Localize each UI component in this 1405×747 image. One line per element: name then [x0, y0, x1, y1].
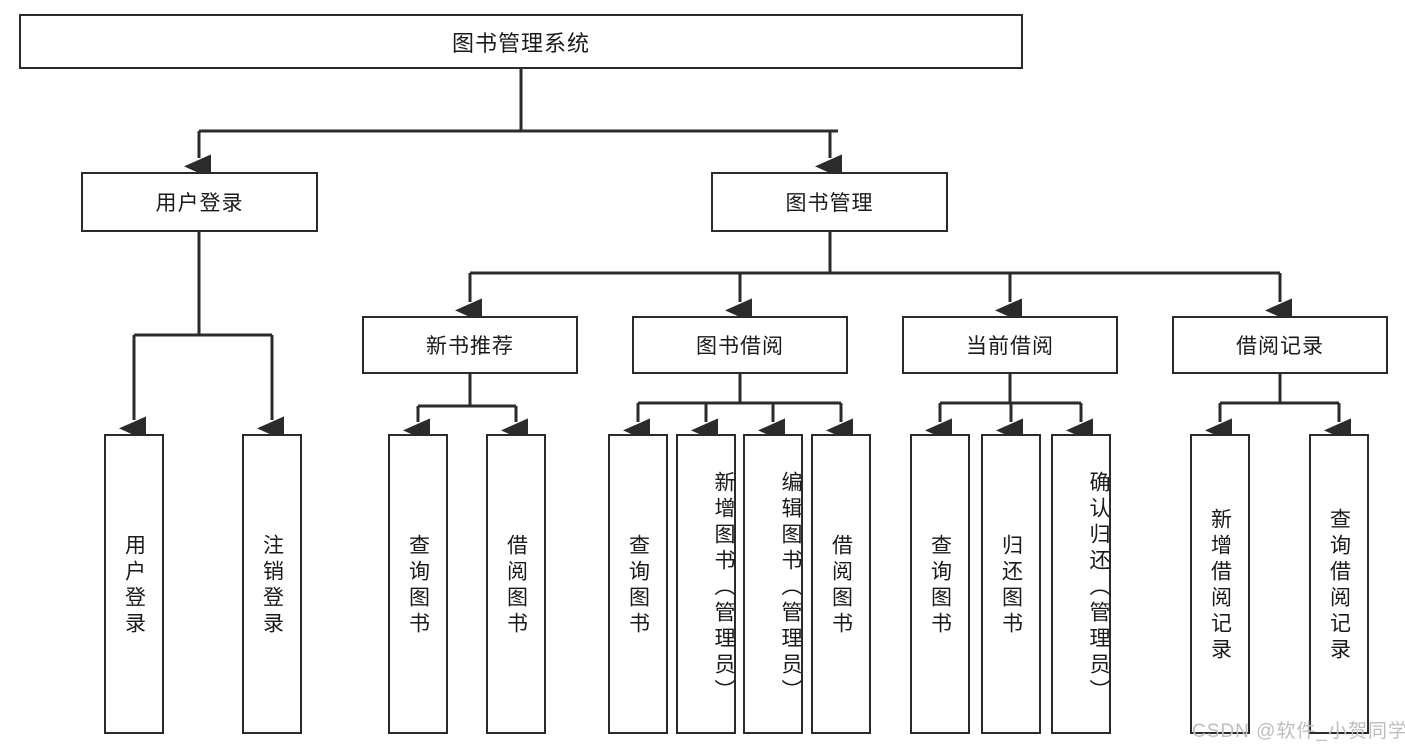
csdn-watermark: CSDN @软件_小贺同学: [1192, 721, 1405, 742]
node-leaf-借阅记录-查询借阅记录[interactable]: 查询借阅记录: [1309, 434, 1369, 734]
node-level3-图书借阅[interactable]: 图书借阅: [632, 316, 848, 374]
node-leaf-当前借阅-查询图书[interactable]: 查询图书: [910, 434, 970, 734]
node-leaf-图书借阅-查询图书[interactable]: 查询图书: [608, 434, 668, 734]
node-leaf-图书借阅-借阅图书[interactable]: 借阅图书: [811, 434, 871, 734]
node-leaf-借阅记录-新增借阅记录[interactable]: 新增借阅记录: [1190, 434, 1250, 734]
node-level2-用户登录[interactable]: 用户登录: [81, 172, 318, 232]
node-level3-借阅记录[interactable]: 借阅记录: [1172, 316, 1388, 374]
node-root-图书管理系统[interactable]: 图书管理系统: [19, 14, 1023, 69]
node-level2-图书管理[interactable]: 图书管理: [711, 172, 948, 232]
node-leaf-图书借阅-新增图书（管理员）[interactable]: 新增图书（管理员）: [676, 434, 736, 734]
node-leaf-当前借阅-归还图书[interactable]: 归还图书: [981, 434, 1041, 734]
node-leaf-新书推荐-查询图书[interactable]: 查询图书: [388, 434, 448, 734]
node-leaf-新书推荐-借阅图书[interactable]: 借阅图书: [486, 434, 546, 734]
node-leaf-用户登录-注销登录[interactable]: 注销登录: [242, 434, 302, 734]
node-leaf-图书借阅-编辑图书（管理员）[interactable]: 编辑图书（管理员）: [743, 434, 803, 734]
node-leaf-当前借阅-确认归还（管理员）[interactable]: 确认归还（管理员）: [1051, 434, 1111, 734]
node-level3-新书推荐[interactable]: 新书推荐: [362, 316, 578, 374]
node-leaf-用户登录-用户登录[interactable]: 用户登录: [104, 434, 164, 734]
node-level3-当前借阅[interactable]: 当前借阅: [902, 316, 1118, 374]
